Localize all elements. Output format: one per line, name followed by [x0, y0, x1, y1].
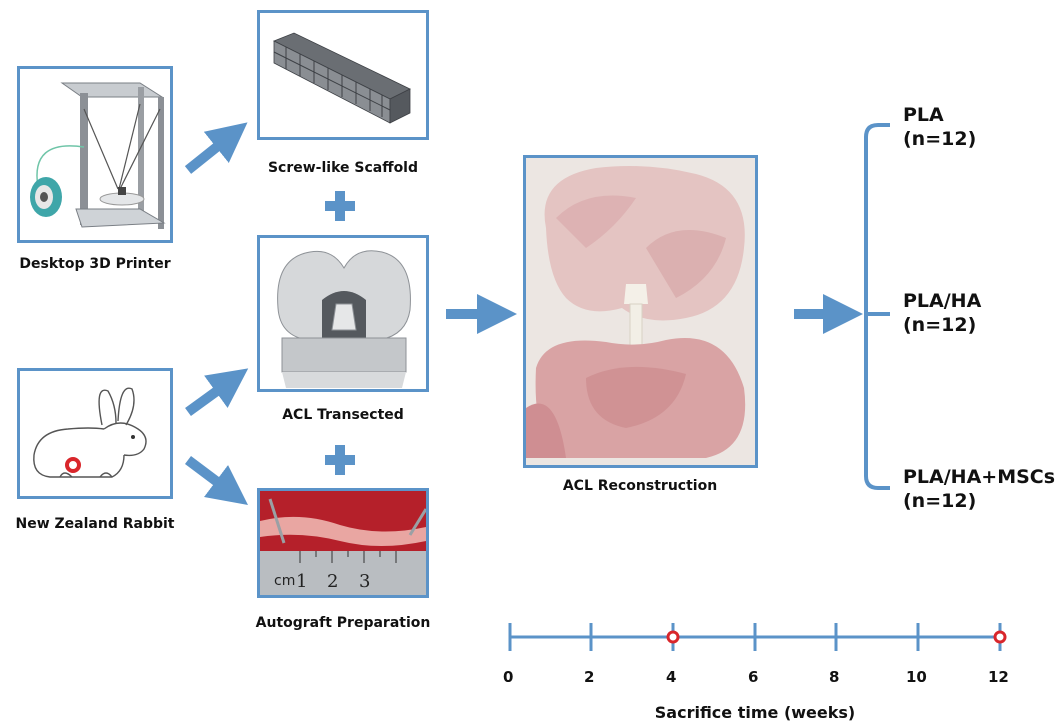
- sacrifice-marker-12: [995, 632, 1005, 642]
- group-name: PLA/HA: [903, 289, 981, 313]
- group-count: (n=12): [903, 489, 1055, 513]
- group-name: PLA: [903, 103, 976, 127]
- printer-illustration: [20, 69, 170, 240]
- arrow-printer-to-scaffold: [188, 138, 228, 170]
- scaffold-illustration: [260, 13, 426, 137]
- rabbit-label: New Zealand Rabbit: [5, 516, 185, 532]
- timeline-tick-label: 10: [906, 668, 927, 686]
- group-count: (n=12): [903, 313, 981, 337]
- reconstruction-label: ACL Reconstruction: [540, 478, 740, 494]
- group-pla: PLA (n=12): [903, 103, 976, 151]
- ruler-mark: 3: [359, 571, 370, 592]
- injection-site-marker: [67, 459, 79, 471]
- timeline-tick-label: 4: [666, 668, 676, 686]
- acl-transected-label: ACL Transected: [253, 407, 433, 423]
- arrow-rabbit-to-autograft: [188, 460, 228, 490]
- scaffold-panel: [257, 10, 429, 140]
- timeline-tick-label: 2: [584, 668, 594, 686]
- arrow-rabbit-to-acl: [188, 383, 228, 412]
- timeline: [510, 623, 1005, 651]
- rabbit-illustration: [20, 371, 170, 496]
- group-pla-ha: PLA/HA (n=12): [903, 289, 981, 337]
- autograft-panel: cm 1 2 3: [257, 488, 429, 598]
- reconstruction-photo: [526, 158, 755, 465]
- group-bracket: [866, 125, 890, 488]
- knee-illustration: [260, 238, 426, 389]
- timeline-tick-label: 8: [829, 668, 839, 686]
- plus-icon: [325, 445, 355, 475]
- plus-icon: [325, 191, 355, 221]
- ruler-mark: 1: [296, 571, 307, 592]
- timeline-tick-label: 6: [748, 668, 758, 686]
- scaffold-label: Screw-like Scaffold: [253, 160, 433, 176]
- group-pla-ha-mscs: PLA/HA+MSCs (n=12): [903, 465, 1055, 513]
- timeline-axis-label: Sacrifice time (weeks): [640, 703, 870, 722]
- reconstruction-panel: [523, 155, 758, 468]
- autograft-label: Autograft Preparation: [253, 615, 433, 631]
- sacrifice-marker-4: [668, 632, 678, 642]
- acl-transected-panel: [257, 235, 429, 392]
- group-count: (n=12): [903, 127, 976, 151]
- printer-panel: [17, 66, 173, 243]
- printer-label: Desktop 3D Printer: [5, 256, 185, 272]
- ruler-mark: 2: [327, 571, 338, 592]
- timeline-tick-label: 12: [988, 668, 1009, 686]
- autograft-photo: cm 1 2 3: [260, 491, 426, 595]
- ruler-mark: cm: [274, 573, 295, 589]
- timeline-tick-label: 0: [503, 668, 513, 686]
- group-name: PLA/HA+MSCs: [903, 465, 1055, 489]
- rabbit-panel: [17, 368, 173, 499]
